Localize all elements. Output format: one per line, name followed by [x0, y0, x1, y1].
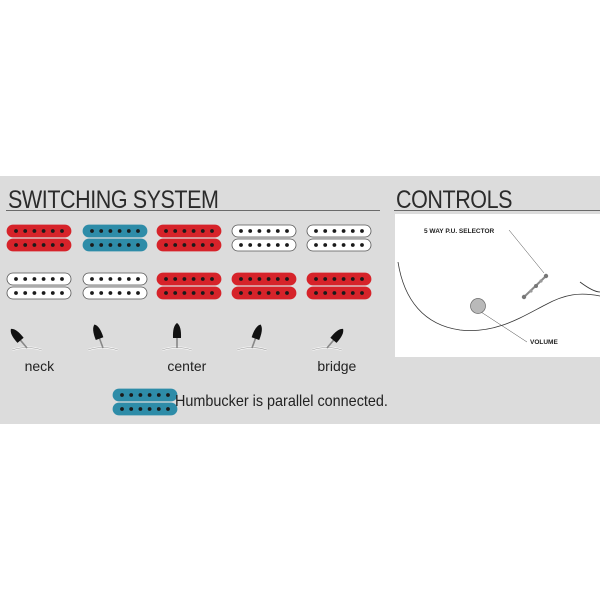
bridge-humbucker-5	[306, 272, 372, 300]
pickup-coil	[6, 286, 72, 300]
pickup-coil	[156, 224, 222, 238]
selector-leader-line	[508, 229, 545, 274]
pickups-layer	[6, 224, 372, 300]
pickup-coil	[112, 402, 178, 416]
pickup-coil	[6, 238, 72, 252]
pickup-coil	[306, 286, 372, 300]
legend-parallel-humbucker-icon	[112, 388, 178, 416]
guitar-body-outline	[397, 261, 600, 332]
pickup-coil	[82, 272, 148, 286]
neck-humbucker-5	[306, 224, 372, 252]
legend-text: Humbucker is parallel connected.	[175, 393, 388, 410]
neck-humbucker-3	[156, 224, 222, 252]
pickup-coil	[156, 238, 222, 252]
volume-label: VOLUME	[530, 339, 558, 346]
controls-title-rule	[394, 210, 600, 211]
neck-humbucker-2	[82, 224, 148, 252]
pickup-coil	[231, 224, 297, 238]
pickup-coil	[231, 272, 297, 286]
switch-lever-icon	[311, 328, 344, 352]
switch-levers-layer	[10, 323, 344, 352]
pickup-coil	[156, 272, 222, 286]
pickup-coil	[82, 286, 148, 300]
switch-lever-icon	[87, 324, 119, 352]
neck-humbucker-1	[6, 224, 72, 252]
pickup-coil	[82, 224, 148, 238]
pickup-coil	[82, 238, 148, 252]
pickup-coil	[156, 286, 222, 300]
controls-drawing: 5 WAY P.U. SELECTOR VOLUME	[397, 228, 600, 346]
position-label-bridge: bridge	[317, 358, 357, 374]
switch-lever-icon	[236, 324, 268, 352]
switch-lever-icon	[10, 328, 43, 352]
switching-system-title: SWITCHING SYSTEM	[8, 186, 219, 214]
switching-title-rule	[6, 210, 380, 211]
selector-label: 5 WAY P.U. SELECTOR	[424, 228, 495, 235]
position-label-neck: neck	[24, 358, 55, 374]
controls-diagram-box	[395, 214, 600, 357]
selector-switch-icon	[521, 273, 549, 300]
pickup-coil	[231, 238, 297, 252]
pickup-coil	[306, 238, 372, 252]
switch-lever-icon	[161, 323, 193, 352]
position-label-center: center	[167, 358, 207, 374]
bridge-humbucker-2	[82, 272, 148, 300]
volume-leader-line	[480, 311, 528, 343]
neck-humbucker-4	[231, 224, 297, 252]
pickup-coil	[6, 224, 72, 238]
pickup-coil	[231, 286, 297, 300]
bridge-humbucker-3	[156, 272, 222, 300]
pickup-coil	[6, 272, 72, 286]
legend-pickup	[112, 388, 178, 416]
volume-knob-icon	[470, 298, 486, 314]
pickup-coil	[306, 272, 372, 286]
guitar-body-outline-upper	[579, 281, 600, 293]
bridge-humbucker-4	[231, 272, 297, 300]
bridge-humbucker-1	[6, 272, 72, 300]
pickup-coil	[112, 388, 178, 402]
pickup-coil	[306, 224, 372, 238]
controls-title: CONTROLS	[396, 186, 513, 214]
